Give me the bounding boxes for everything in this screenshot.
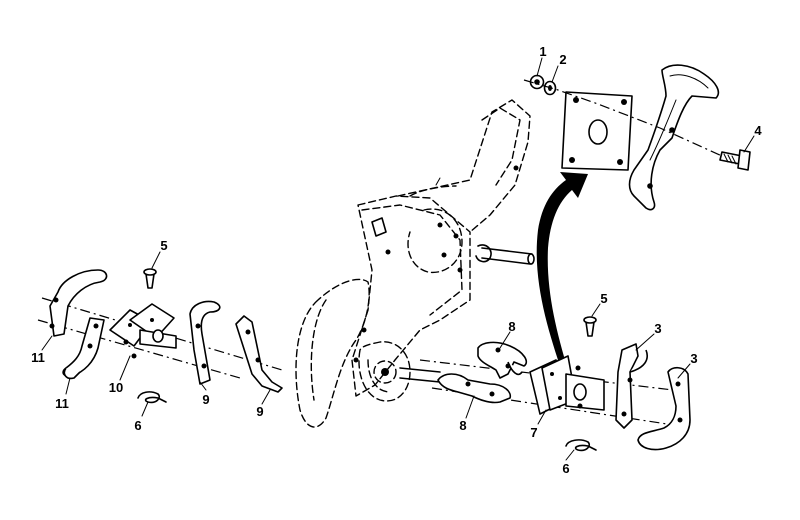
callout-9-straight: 9	[256, 404, 263, 419]
callout-3-upper: 3	[654, 321, 661, 336]
hairpin-clip-right	[565, 439, 597, 452]
callout-7: 7	[530, 425, 537, 440]
callout-6-right: 6	[562, 461, 569, 476]
clevis-pin-right	[583, 316, 597, 337]
callout-2: 2	[559, 52, 566, 67]
bolt	[719, 149, 751, 171]
callout-9-curved: 9	[202, 392, 209, 407]
callout-8-upper: 8	[508, 319, 515, 334]
callout-6-left: 6	[134, 418, 141, 433]
curved-arrow	[536, 172, 588, 372]
drive-shaft	[399, 244, 535, 383]
callout-11-outer: 11	[31, 350, 45, 365]
callout-4: 4	[754, 123, 762, 138]
mounting-plate	[561, 91, 633, 171]
callout-1: 1	[539, 44, 546, 59]
callout-5-right: 5	[600, 291, 607, 306]
hood-bracket	[628, 64, 720, 211]
hairpin-clip-left	[137, 391, 167, 404]
leader-lines	[41, 57, 755, 461]
callout-3-outer: 3	[690, 351, 697, 366]
callout-10: 10	[109, 380, 123, 395]
callout-11-inner: 11	[55, 396, 69, 411]
callout-8-lower: 8	[459, 418, 466, 433]
callout-5-left: 5	[160, 238, 167, 253]
right-tine-assembly	[419, 341, 691, 451]
left-tine-assembly	[37, 269, 283, 393]
clevis-pin-left	[143, 268, 157, 289]
tiller-housing-outline	[295, 99, 531, 428]
callout-labels: 1 2 4 5 5 3 3 8 8 7 6 6 10 9 9 11 11	[31, 44, 762, 476]
